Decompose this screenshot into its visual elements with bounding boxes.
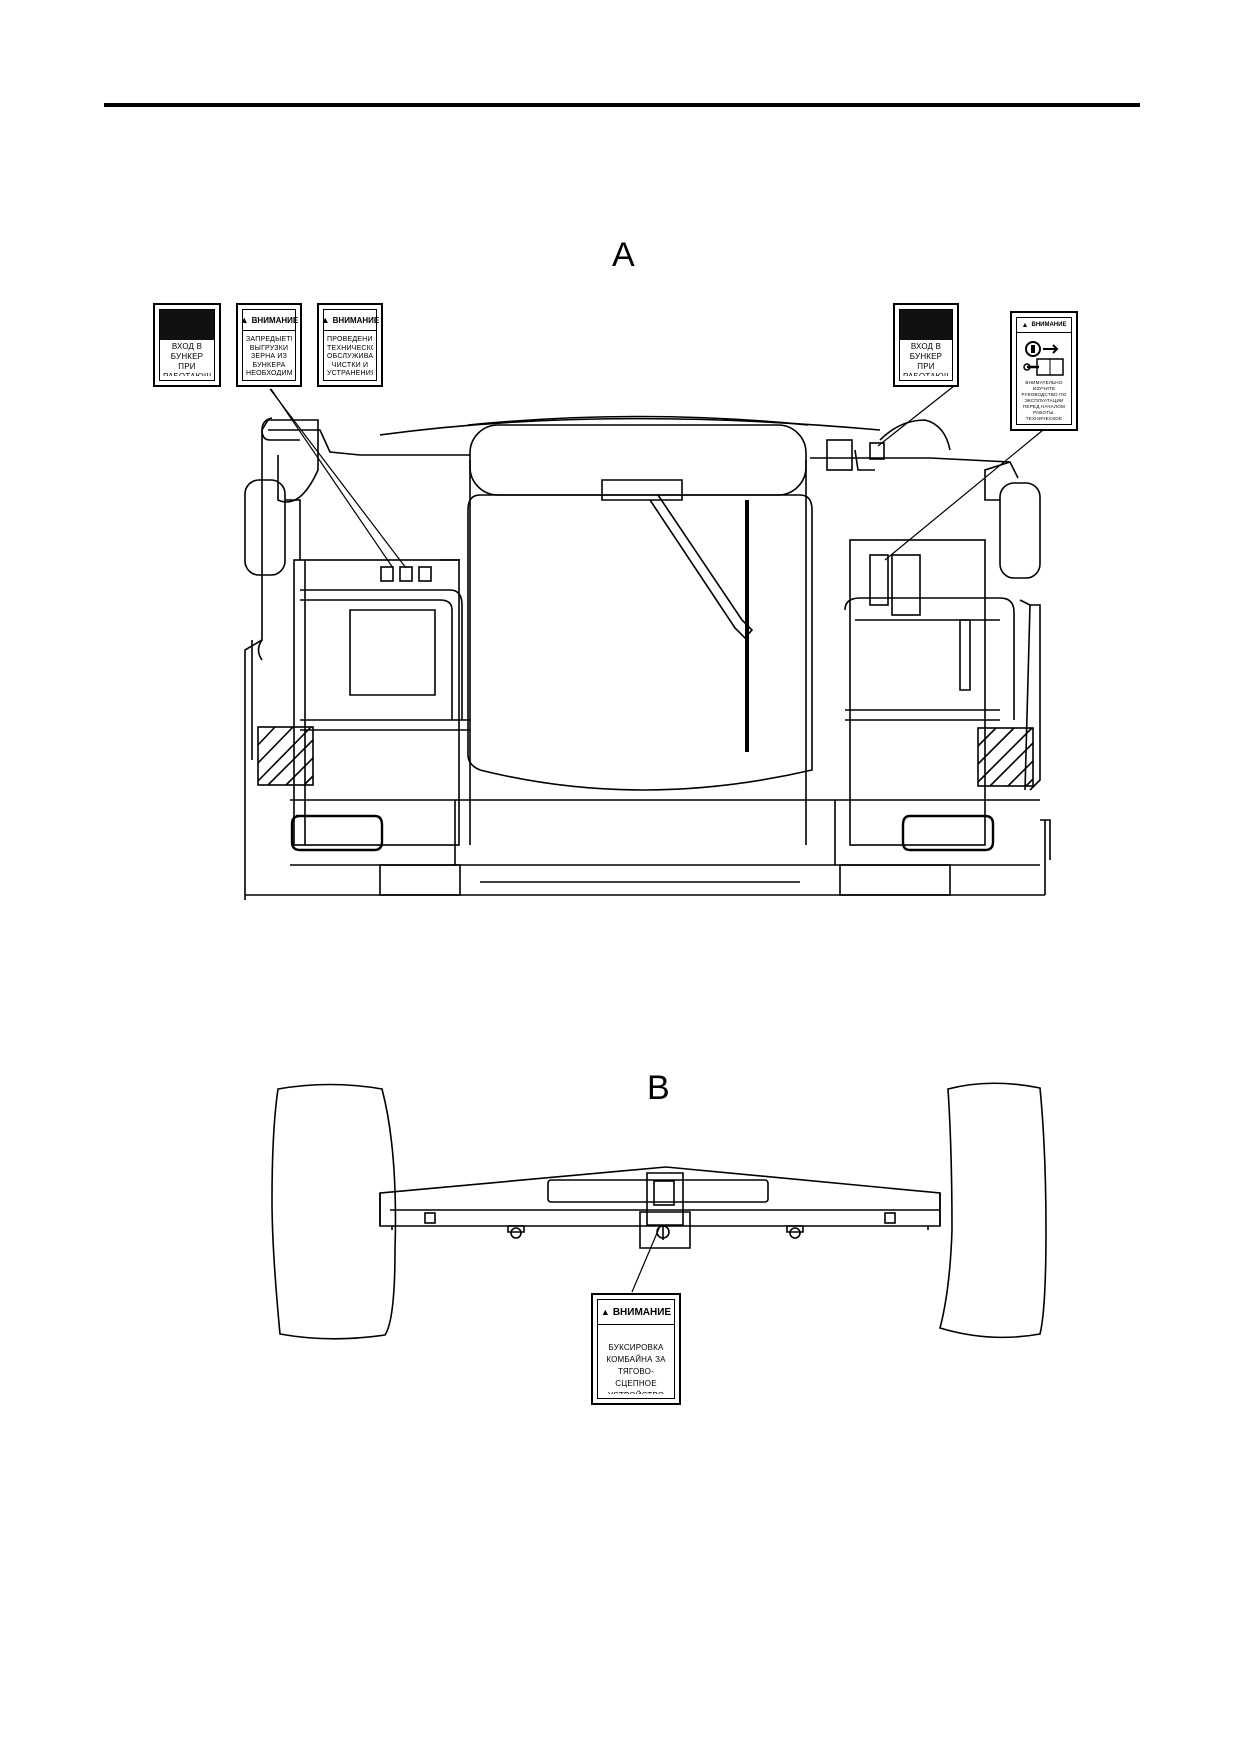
leader-line-b: [631, 1225, 661, 1293]
manual-book-icon: [1036, 358, 1064, 376]
sign-text: ВХОД В БУНКЕР ПРИ РАБОТАЮЩЕМ ДВИГАТЕЛЕ С…: [903, 342, 949, 376]
sign-title: ВНИМАНИЕ: [251, 315, 299, 325]
pictogram-symbols: [1023, 341, 1064, 376]
wrench-icon: [1023, 363, 1039, 371]
sign-frame: ▲ ВНИМАНИЕ БУКСИРОВКА КОМБАЙНА ЗА ТЯГОВО…: [597, 1299, 675, 1399]
warning-triangle-icon: ▲: [239, 315, 249, 325]
leader-lines-a: [269, 385, 1044, 569]
warning-triangle-icon: ▲: [320, 315, 330, 325]
sign-title: ВНИМАНИЕ: [612, 1306, 672, 1318]
view-a-label: A: [612, 236, 635, 274]
sign-text: БУКСИРОВКА КОМБАЙНА ЗА ТЯГОВО-СЦЕПНОЕ УС…: [606, 1343, 666, 1394]
sign-frame: ВХОД В БУНКЕР ПРИ РАБОТАЮЩЕМ ДВИГАТЕЛЕ С…: [159, 309, 215, 381]
combine-rear-view: [244, 415, 1051, 900]
view-b-label: B: [647, 1069, 670, 1107]
sign-text: ПРОВЕДЕНИЕ ТЕХНИЧЕСКОГО ОБСЛУЖИВАНИЯ, ЧИ…: [327, 336, 373, 376]
sign-title: ВНИМАНИЕ: [1031, 322, 1067, 328]
sign-attention-grain-unload: ▲ ВНИМАНИЕ ЗАПРЕДЫЕТЕЛЯ ВЫГРУЗКИ ЗЕРНА И…: [236, 303, 302, 387]
sign-frame: ▲ ВНИМАНИЕ ПРОВЕДЕНИЕ ТЕХНИЧЕСКОГО ОБСЛУ…: [320, 309, 379, 381]
sign-pictogram-manual: ▲ ВНИМАНИЕ ВНИМАТЕЛЬНО ИЗУЧИТЕ РУК: [1010, 311, 1078, 431]
sign-attention-maintenance: ▲ ВНИМАНИЕ ПРОВЕДЕНИЕ ТЕХНИЧЕСКОГО ОБСЛУ…: [317, 303, 383, 387]
sign-text: ЗАПРЕДЫЕТЕЛЯ ВЫГРУЗКИ ЗЕРНА ИЗ БУНКЕРА Н…: [246, 336, 292, 376]
sign-header: ▲ ВНИМАНИЕ: [1017, 318, 1071, 333]
sign-header-band: [900, 310, 952, 340]
warning-triangle-icon: ▲: [1021, 321, 1029, 329]
key-icon: [1025, 341, 1059, 357]
sign-frame: ▲ ВНИМАНИЕ ЗАПРЕДЫЕТЕЛЯ ВЫГРУЗКИ ЗЕРНА И…: [239, 309, 298, 381]
sign-towing-prohibited: ▲ ВНИМАНИЕ БУКСИРОВКА КОМБАЙНА ЗА ТЯГОВО…: [591, 1293, 681, 1405]
sign-text: ВНИМАТЕЛЬНО ИЗУЧИТЕ РУКОВОДСТВО ПО ЭКСПЛ…: [1021, 380, 1067, 420]
sign-header: ▲ ВНИМАНИЕ: [239, 310, 298, 331]
sign-bunker-entry-right: ВХОД В БУНКЕР ПРИ РАБОТАЮЩЕМ ДВИГАТЕЛЕ С…: [893, 303, 959, 387]
sign-frame: ▲ ВНИМАНИЕ ВНИМАТЕЛЬНО ИЗУЧИТЕ РУК: [1016, 317, 1072, 425]
sign-bunker-entry-left: ВХОД В БУНКЕР ПРИ РАБОТАЮЩЕМ ДВИГАТЕЛЕ С…: [153, 303, 221, 387]
sign-title: ВНИМАНИЕ: [332, 315, 380, 325]
warning-triangle-icon: ▲: [600, 1307, 610, 1317]
sign-header-band: [160, 310, 214, 340]
header-rule: [104, 103, 1140, 107]
sign-frame: ВХОД В БУНКЕР ПРИ РАБОТАЮЩЕМ ДВИГАТЕЛЕ С…: [899, 309, 953, 381]
sign-text: ВХОД В БУНКЕР ПРИ РАБОТАЮЩЕМ ДВИГАТЕЛЕ С…: [163, 342, 211, 376]
sign-header: ▲ ВНИМАНИЕ: [598, 1300, 674, 1325]
sign-header: ▲ ВНИМАНИЕ: [320, 310, 379, 331]
rear-axle-view: [271, 1082, 1047, 1340]
